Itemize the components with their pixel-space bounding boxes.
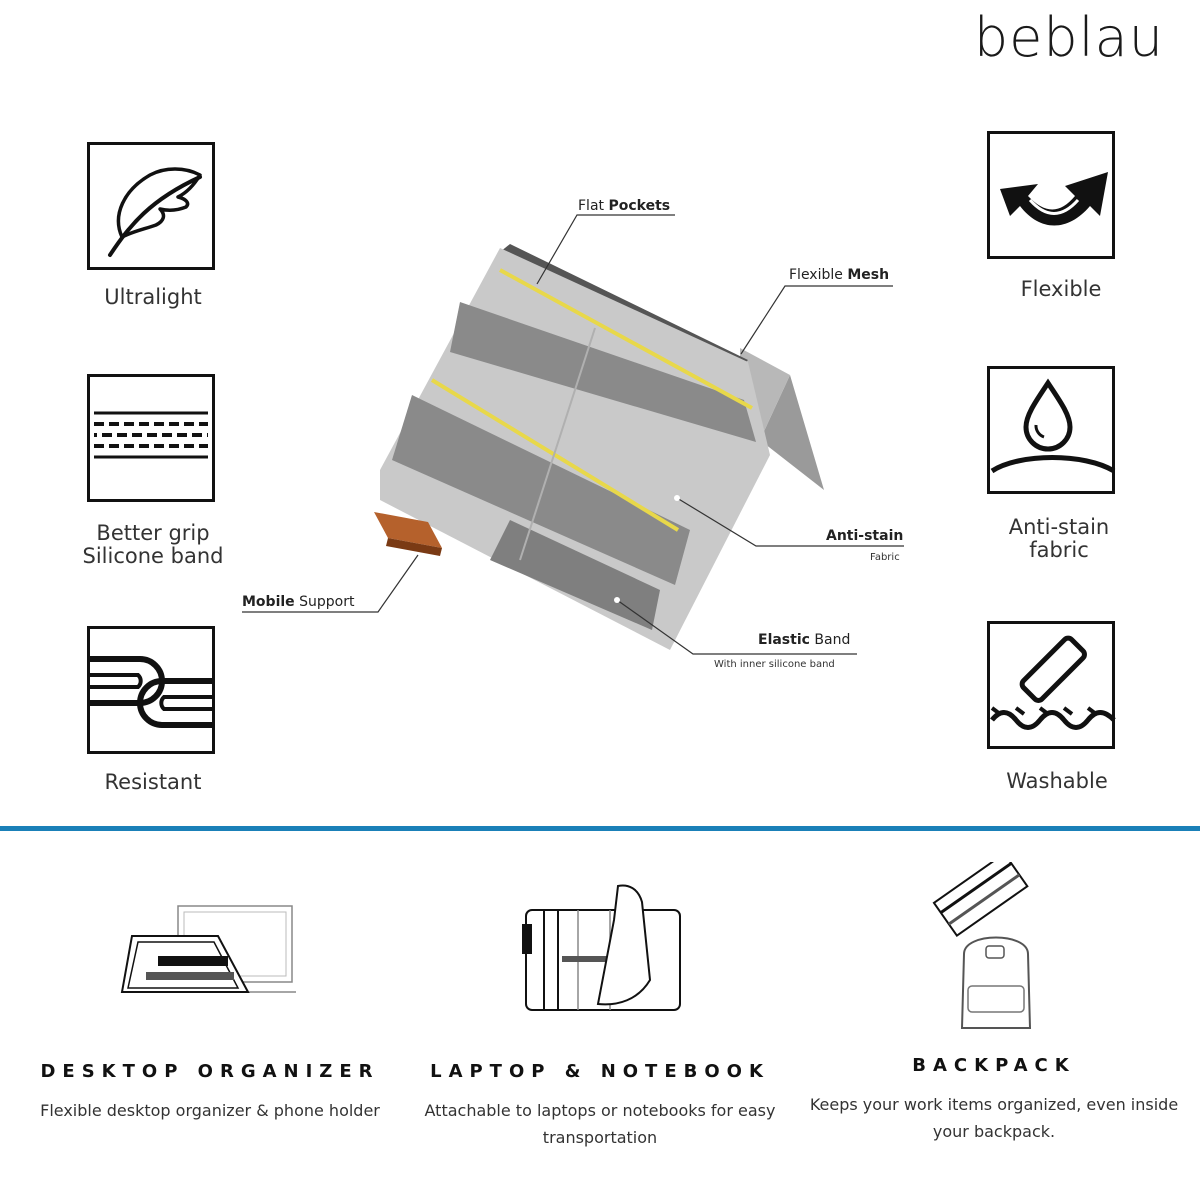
use-desc-desktop: Flexible desktop organizer & phone holde… <box>40 1101 380 1120</box>
callout-mobile-support-bold: Mobile <box>242 594 295 610</box>
callout-anti-stain-bold: Anti-stain <box>826 528 904 544</box>
use-title-laptop: LAPTOP & NOTEBOOK <box>430 1061 770 1082</box>
callout-flat-pockets-bold: Pockets <box>608 198 671 214</box>
brand-logo-text: beblau <box>973 6 1164 69</box>
organizer-illustration <box>374 244 824 650</box>
callout-flat-pockets: Flat Pockets <box>578 198 670 214</box>
ultralight-label: Ultralight <box>104 285 202 309</box>
desktop-organizer-icon <box>120 905 296 993</box>
use-desc-backpack: Keeps your work items organized, even in… <box>809 1095 1179 1141</box>
better-grip-line1: Better grip <box>96 521 210 545</box>
laptop-notebook-icon <box>522 884 681 1011</box>
anti-stain-line2: fabric <box>1029 538 1089 562</box>
washing-band-icon <box>990 635 1116 730</box>
callout-flat-pockets-normal: Flat <box>578 198 609 214</box>
washable-label: Washable <box>1006 769 1108 793</box>
backpack-icon <box>932 862 1032 1029</box>
anti-stain-feature-box <box>987 366 1116 494</box>
better-grip-line2: Silicone band <box>82 544 224 568</box>
product-organizer-image <box>360 230 840 660</box>
callout-anti-stain-sub: Fabric <box>870 552 900 563</box>
backpack-illustration <box>930 862 1060 1037</box>
callout-flexible-mesh: Flexible Mesh <box>789 267 889 283</box>
callout-elastic-band-normal: Band <box>809 632 851 648</box>
washable-feature-box <box>987 621 1116 749</box>
callout-elastic-band-bold: Elastic <box>758 632 810 648</box>
callout-flexible-mesh-bold: Mesh <box>847 267 890 283</box>
flexible-feature-box <box>987 131 1115 259</box>
grip-feature-box <box>87 374 215 502</box>
water-drop-icon <box>990 378 1116 474</box>
use-title-desktop: DESKTOP ORGANIZER <box>40 1061 380 1082</box>
flexible-label: Flexible <box>1020 277 1102 301</box>
feather-icon <box>108 167 202 257</box>
chain-link-icon <box>90 656 212 728</box>
laptop-notebook-illustration <box>518 880 688 1020</box>
callout-mobile-support-normal: Support <box>294 594 355 610</box>
callout-lines <box>242 214 904 655</box>
brand-logo: beblau <box>974 6 1164 69</box>
callout-flexible-mesh-normal: Flexible <box>789 267 848 283</box>
resistant-feature-box <box>87 626 215 754</box>
anti-stain-label: Anti-stain fabric <box>949 516 1169 562</box>
callout-anti-stain: Anti-stain <box>826 528 903 544</box>
use-title-backpack: BACKPACK <box>912 1055 1076 1076</box>
callout-mobile-support: Mobile Support <box>242 594 354 610</box>
callout-elastic-band: Elastic Band <box>758 632 850 648</box>
resistant-label: Resistant <box>104 770 202 794</box>
desktop-organizer-illustration <box>118 900 308 1010</box>
use-desc-laptop: Attachable to laptops or notebooks for e… <box>424 1101 776 1147</box>
anti-stain-line1: Anti-stain <box>1008 515 1110 539</box>
section-divider <box>0 826 1200 831</box>
better-grip-label: Better grip Silicone band <box>43 522 263 568</box>
callout-elastic-band-sub: With inner silicone band <box>714 659 835 670</box>
silicone-band-icon <box>94 411 208 459</box>
ultralight-feature-box <box>87 142 215 270</box>
curved-arrows-icon <box>1000 172 1108 226</box>
